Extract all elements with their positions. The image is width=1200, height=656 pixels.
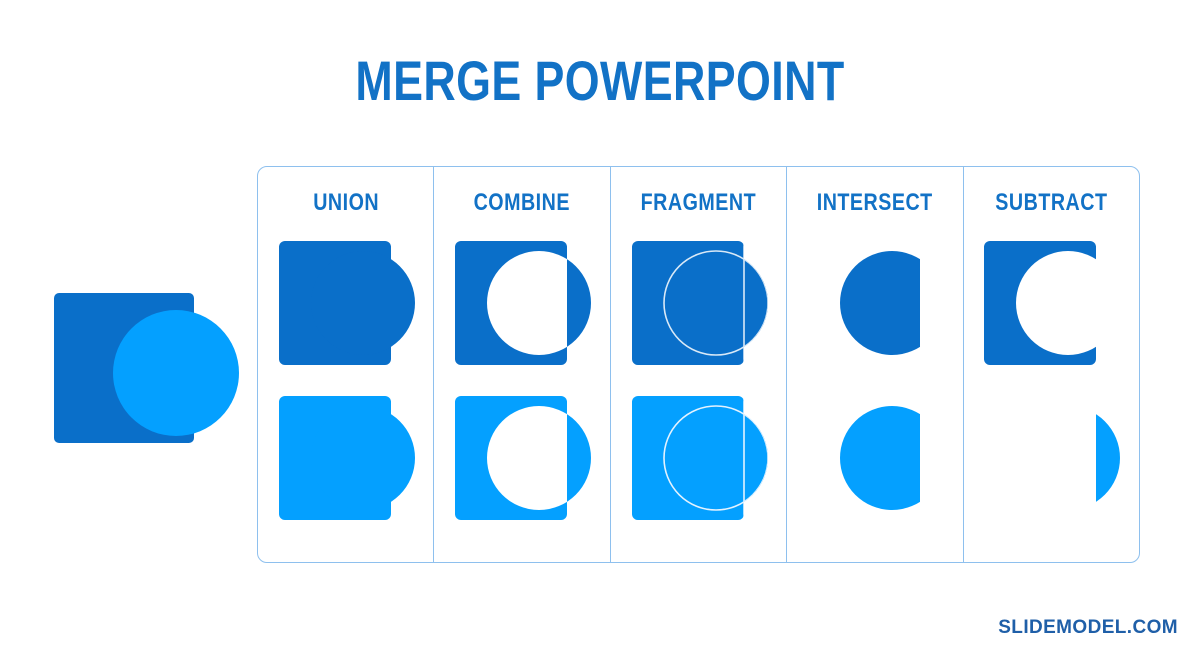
source-shapes-group [52, 283, 257, 468]
op-result-combine-light [434, 380, 609, 535]
union-light-svg [278, 395, 415, 520]
subtract-light-svg [976, 387, 1127, 528]
union-circle-light [310, 405, 415, 510]
fragment-light-svg [631, 395, 768, 520]
union-circle-dark [310, 250, 415, 355]
union-dark-svg [278, 240, 415, 365]
subtract-shape-light [976, 387, 1127, 528]
intersect-shape-light [839, 405, 920, 510]
fragment-circle-light [663, 405, 768, 510]
op-label-union: UNION [312, 189, 379, 216]
combine-dark-svg [447, 232, 598, 373]
intersect-dark-svg [839, 250, 920, 355]
source-circle [113, 310, 239, 436]
op-column-intersect[interactable]: INTERSECT [787, 167, 964, 562]
op-column-combine[interactable]: COMBINE [434, 167, 611, 562]
combine-light-svg [447, 387, 598, 528]
source-shapes-svg [54, 293, 239, 443]
op-result-subtract-dark [964, 225, 1139, 380]
op-result-union-light [258, 380, 433, 535]
op-result-intersect-dark [787, 225, 962, 380]
fragment-outlines-light [662, 395, 768, 520]
subtract-shape-dark [976, 232, 1127, 373]
page-title: MERGE POWERPOINT [355, 49, 845, 112]
op-column-union[interactable]: UNION [258, 167, 435, 562]
merge-operations-columns: UNION C [258, 167, 1139, 562]
merge-operations-frame: UNION C [257, 166, 1140, 563]
combine-shape-light [447, 387, 598, 528]
op-label-subtract: SUBTRACT [995, 189, 1108, 216]
watermark-slidemodel: SLIDEMODEL.COM [998, 617, 1178, 638]
op-result-combine-dark [434, 225, 609, 380]
op-result-subtract-light [964, 380, 1139, 535]
op-result-intersect-light [787, 380, 962, 535]
fragment-circle-dark [663, 250, 768, 355]
op-label-combine: COMBINE [473, 189, 571, 216]
op-column-fragment[interactable]: FRAGMENT [611, 167, 788, 562]
op-result-fragment-dark [611, 225, 786, 380]
op-result-fragment-light [611, 380, 786, 535]
subtract-dark-svg [976, 232, 1127, 373]
op-result-union-dark [258, 225, 433, 380]
op-label-intersect: INTERSECT [816, 189, 933, 216]
fragment-outlines-dark [662, 240, 768, 365]
combine-shape-dark [447, 232, 598, 373]
intersect-shape-dark [839, 250, 920, 355]
intersect-light-svg [839, 405, 920, 510]
op-label-fragment: FRAGMENT [640, 189, 757, 216]
op-column-subtract[interactable]: SUBTRACT [964, 167, 1139, 562]
fragment-dark-svg [631, 240, 768, 365]
